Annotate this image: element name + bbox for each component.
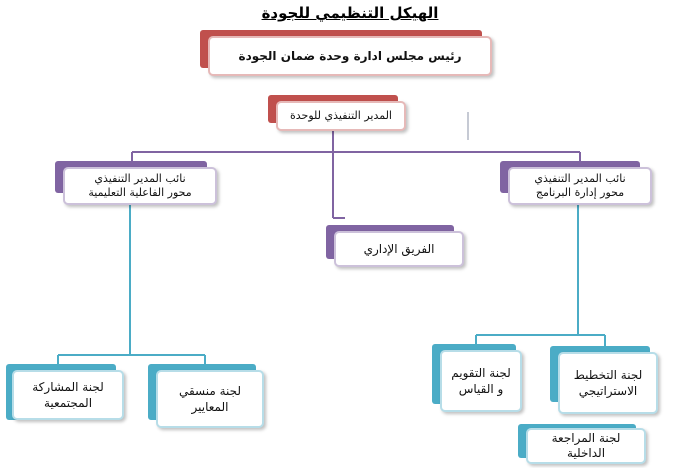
deputy-left-box[interactable]: نائب المدير التنفيذي محور الفاعلية التعل… [63, 167, 217, 205]
strategic-box[interactable]: لجنة التخطيط الاستراتيجي [558, 352, 658, 414]
chairman-label: رئيس مجلس ادارة وحدة ضمان الجودة [238, 49, 462, 63]
evaluation-line1: لجنة التقويم [451, 366, 511, 380]
standards-box[interactable]: لجنة منسقي المعايير [156, 370, 264, 428]
chairman-box[interactable]: رئيس مجلس ادارة وحدة ضمان الجودة [208, 36, 492, 76]
audit-line2: الداخلية [566, 446, 606, 460]
evaluation-line2: و القياس [458, 382, 504, 396]
community-line2: المجتمعية [43, 396, 93, 410]
standards-line1: لجنة منسقي [178, 384, 242, 398]
audit-box[interactable]: لجنة المراجعة الداخلية [526, 428, 646, 464]
deputy-right-box[interactable]: نائب المدير التنفيذي محور إدارة البرنامج [508, 167, 652, 205]
chart-title: الهيكل التنظيمي للجودة [261, 4, 439, 22]
deputy-left-line1: نائب المدير التنفيذي [94, 172, 186, 185]
community-box[interactable]: لجنة المشاركة المجتمعية [12, 370, 124, 420]
standards-line2: المعايير [191, 400, 229, 414]
exec-director-box[interactable]: المدير التنفيذي للوحدة [276, 101, 406, 131]
evaluation-box[interactable]: لجنة التقويم و القياس [440, 350, 522, 412]
deputy-right-line2: محور إدارة البرنامج [535, 186, 625, 199]
audit-line1: لجنة المراجعة [551, 431, 621, 445]
exec-director-label: المدير التنفيذي للوحدة [290, 109, 392, 122]
deputy-left-line2: محور الفاعلية التعليمية [88, 186, 192, 199]
community-line1: لجنة المشاركة [32, 380, 104, 394]
admin-team-box[interactable]: الفريق الإداري [334, 231, 464, 267]
strategic-line2: الاستراتيجي [578, 384, 638, 398]
deputy-right-line1: نائب المدير التنفيذي [534, 172, 626, 185]
strategic-line1: لجنة التخطيط [573, 368, 643, 382]
admin-team-label: الفريق الإداري [363, 242, 435, 256]
